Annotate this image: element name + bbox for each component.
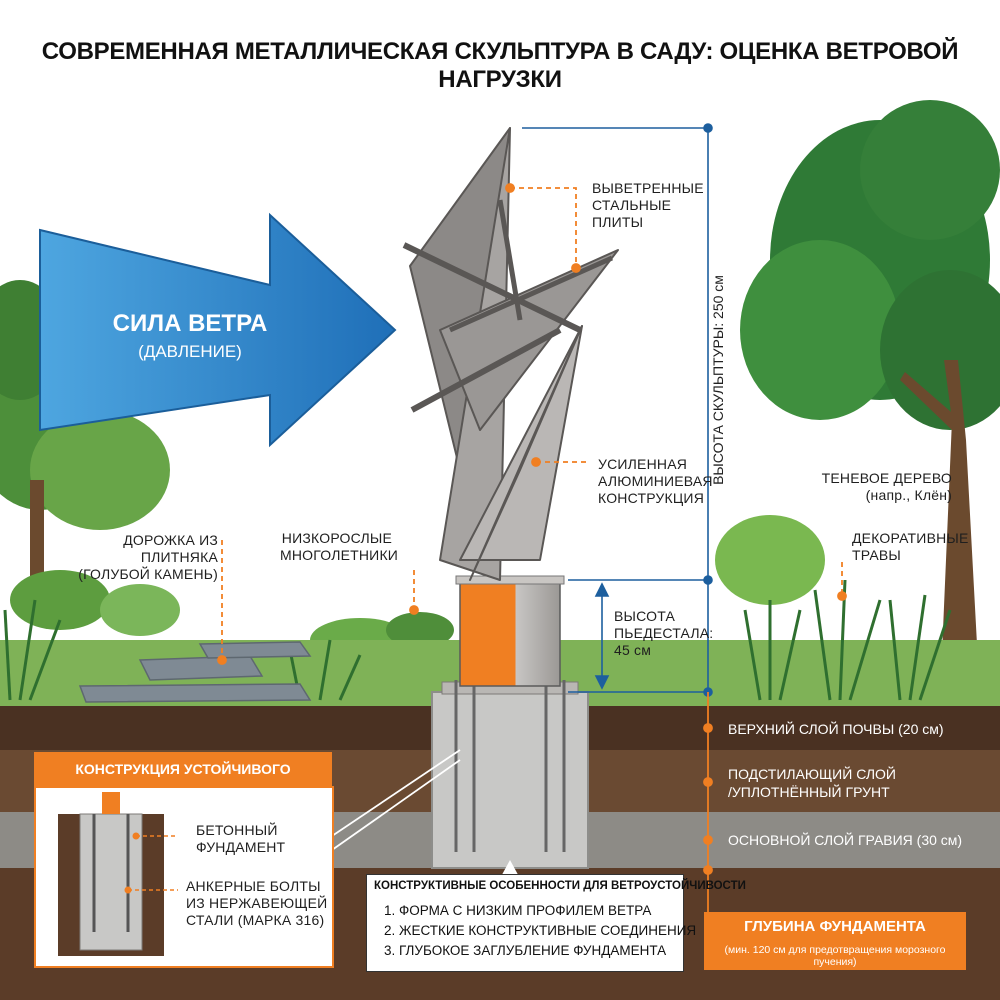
concrete-foundation-label: БЕТОННЫЙ ФУНДАМЕНТ: [196, 822, 286, 855]
grasses-label: ДЕКОРАТИВНЫЕ ТРАВЫ: [852, 530, 969, 563]
aluminium-frame-label: УСИЛЕННАЯ АЛЮМИНИЕВАЯ КОНСТРУКЦИЯ: [598, 456, 713, 506]
anchoring-inset: [34, 786, 334, 968]
dimension-lines: [522, 123, 713, 697]
feature-item-3: 3. ГЛУБОКОЕ ЗАГЛУБЛЕНИЕ ФУНДАМЕНТА: [384, 943, 667, 958]
features-box: [366, 874, 684, 972]
shade-tree-illustration: [740, 100, 1000, 700]
pedestal-height-label: ВЫСОТА ПЬЕДЕСТАЛА: 45 см: [614, 608, 714, 658]
anchoring-title: КОНСТРУКЦИЯ УСТОЙЧИВОГО АНКЕРОВАНИЯ: [34, 752, 332, 811]
foundation-depth-title: ГЛУБИНА ФУНДАМЕНТА: [744, 918, 926, 935]
path-label: ДОРОЖКА ИЗ ПЛИТНЯКА (ГОЛУБОЙ КАМЕНЬ): [78, 532, 218, 582]
feature-item-1: 1. ФОРМА С НИЗКИМ ПРОФИЛЕМ ВЕТРА: [384, 903, 652, 918]
page-title: СОВРЕМЕННАЯ МЕТАЛЛИЧЕСКАЯ СКУЛЬПТУРА В С…: [41, 38, 959, 93]
wind-arrow: [39, 212, 397, 448]
shade-tree-label: ТЕНЕВОЕ ДЕРЕВО (напр., Клён): [821, 470, 952, 503]
concrete-footing: [431, 691, 589, 869]
flagstone-path: [78, 641, 312, 703]
wind-pressure-label: (ДАВЛЕНИЕ): [138, 342, 242, 361]
features-title: КОНСТРУКТИВНЫЕ ОСОБЕННОСТИ ДЛЯ ВЕТРОУСТО…: [374, 880, 746, 892]
gravel-label: ОСНОВНОЙ СЛОЙ ГРАВИЯ (30 см): [728, 832, 963, 848]
steel-plates-label: ВЫВЕТРЕННЫЕ СТАЛЬНЫЕ ПЛИТЫ: [592, 180, 704, 230]
feature-item-2: 2. ЖЕСТКИЕ КОНСТРУКТИВНЫЕ СОЕДИНЕНИЯ: [384, 923, 697, 938]
sculpture-height-label: ВЫСОТА СКУЛЬПТУРЫ: 250 см: [710, 275, 726, 485]
perennials-label: НИЗКОРОСЛЫЕ МНОГОЛЕТНИКИ: [280, 530, 399, 563]
topsoil-label: ВЕРХНИЙ СЛОЙ ПОЧВЫ (20 см): [728, 721, 944, 737]
anchor-bolts: [454, 680, 566, 852]
foundation-depth-note: (мин. 120 см для предотвращения морозног…: [724, 944, 946, 968]
anchor-bolts-label: АНКЕРНЫЕ БОЛТЫ ИЗ НЕРЖАВЕЮЩЕЙ СТАЛИ (МАР…: [186, 878, 328, 928]
anchoring-inset-drawing: [58, 792, 178, 956]
sculpture: [402, 127, 619, 581]
callout-leaders: [217, 183, 847, 912]
subsoil-label: ПОДСТИЛАЮЩИЙ СЛОЙ /УПЛОТНЁННЫЙ ГРУНТ: [728, 766, 896, 800]
pedestal: [459, 579, 561, 687]
wind-force-label: СИЛА ВЕТРА: [112, 310, 268, 337]
foundation-depth-box: [704, 912, 966, 970]
